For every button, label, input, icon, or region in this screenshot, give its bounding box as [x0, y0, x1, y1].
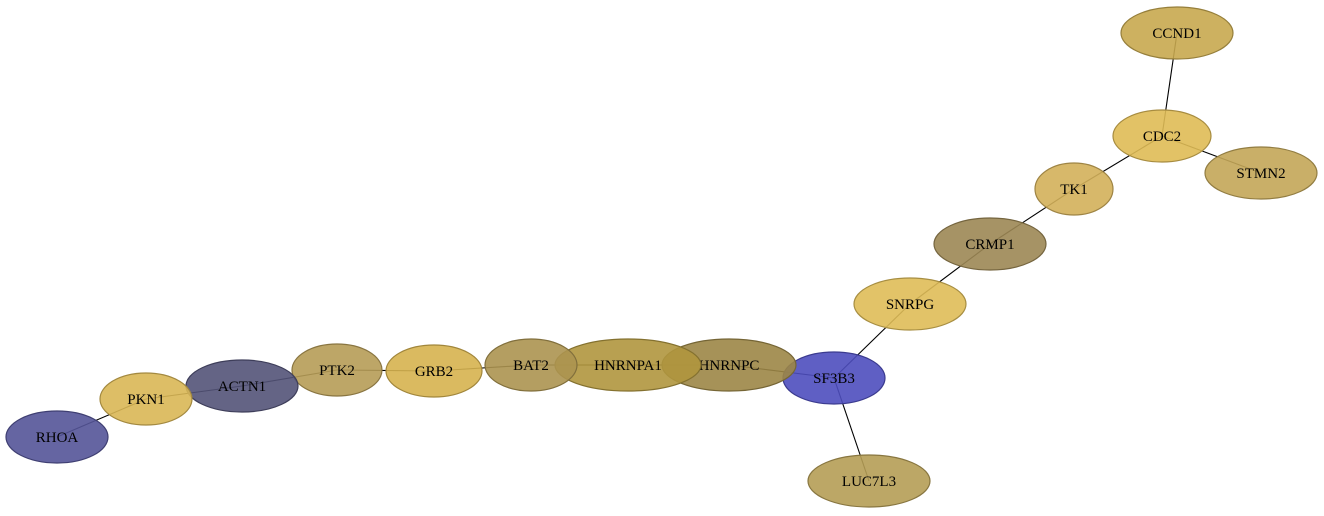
node-ellipse — [1120, 6, 1234, 60]
node-ellipse — [99, 372, 193, 426]
node-ccnd1[interactable]: CCND1 — [1120, 6, 1234, 60]
node-hnrnpa1[interactable]: HNRNPA1 — [554, 338, 702, 392]
node-ellipse — [933, 217, 1047, 271]
node-ptk2[interactable]: PTK2 — [291, 343, 383, 397]
node-ellipse — [5, 410, 109, 464]
node-label: ACTN1 — [218, 379, 266, 395]
node-ellipse — [291, 343, 383, 397]
node-label: GRB2 — [415, 364, 453, 380]
node-tk1[interactable]: TK1 — [1034, 162, 1114, 216]
node-grb2[interactable]: GRB2 — [385, 344, 483, 398]
node-label: HNRNPA1 — [594, 358, 662, 374]
node-stmn2[interactable]: STMN2 — [1204, 146, 1318, 200]
node-luc7l3[interactable]: LUC7L3 — [807, 454, 931, 508]
node-ellipse — [1034, 162, 1114, 216]
node-label: SF3B3 — [813, 371, 855, 387]
node-ellipse — [1204, 146, 1318, 200]
node-label: PTK2 — [319, 363, 355, 379]
node-label: HNRNPC — [699, 358, 760, 374]
node-label: BAT2 — [513, 358, 549, 374]
node-label: STMN2 — [1236, 166, 1285, 182]
node-ellipse — [1112, 109, 1212, 163]
node-ellipse — [385, 344, 483, 398]
node-sf3b3[interactable]: SF3B3 — [782, 351, 886, 405]
node-label: CRMP1 — [965, 237, 1014, 253]
node-label: RHOA — [36, 430, 79, 446]
node-snrpg[interactable]: SNRPG — [853, 277, 967, 331]
node-pkn1[interactable]: PKN1 — [99, 372, 193, 426]
node-ellipse — [807, 454, 931, 508]
node-label: CCND1 — [1152, 26, 1201, 42]
node-crmp1[interactable]: CRMP1 — [933, 217, 1047, 271]
node-cdc2[interactable]: CDC2 — [1112, 109, 1212, 163]
node-label: CDC2 — [1143, 129, 1181, 145]
node-label: LUC7L3 — [842, 474, 896, 490]
node-label: PKN1 — [127, 392, 165, 408]
node-label: TK1 — [1060, 182, 1088, 198]
node-ellipse — [853, 277, 967, 331]
node-ellipse — [484, 338, 578, 392]
edges-layer — [56, 32, 1262, 482]
node-actn1[interactable]: ACTN1 — [185, 359, 299, 413]
node-bat2[interactable]: BAT2 — [484, 338, 578, 392]
node-rhoa[interactable]: RHOA — [5, 410, 109, 464]
node-label: SNRPG — [886, 297, 935, 313]
